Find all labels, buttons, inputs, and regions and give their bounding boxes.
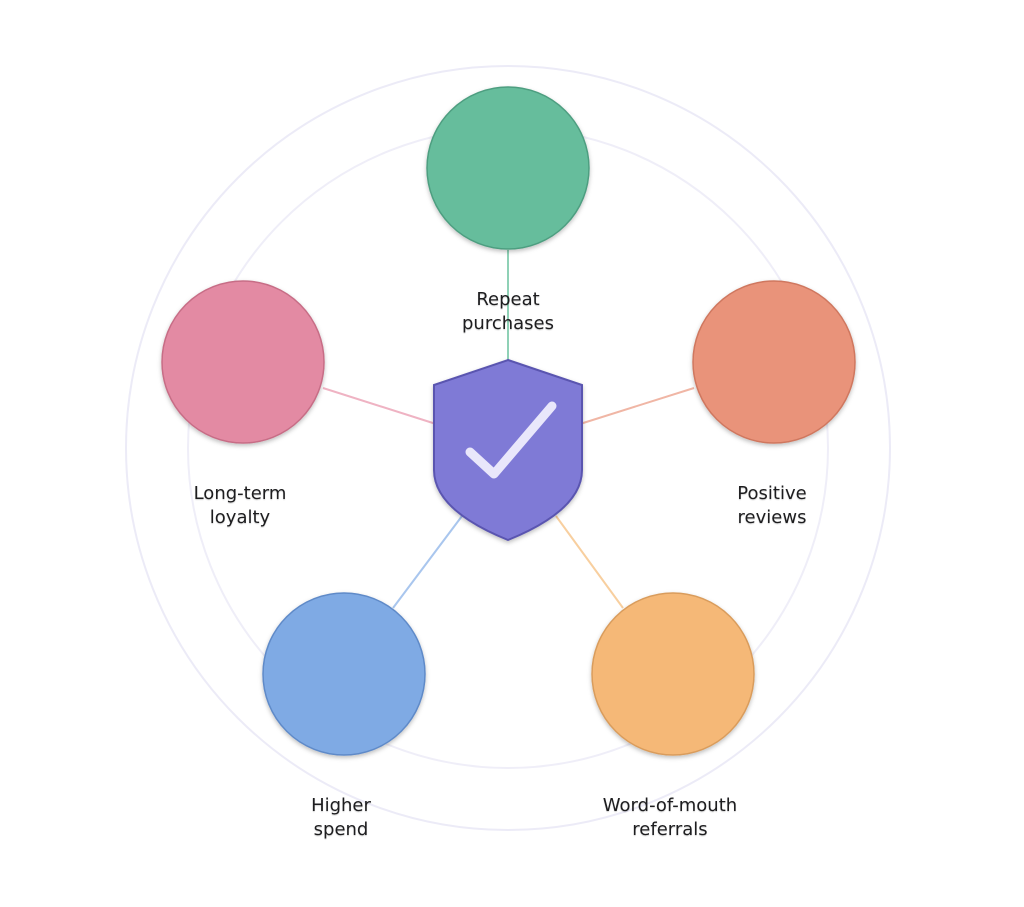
connector-positive-reviews: [579, 387, 695, 425]
label-repeat-purchases: Repeat purchases: [418, 288, 598, 336]
checkmark-icon: [465, 401, 557, 479]
node-repeat-purchases: [426, 86, 590, 250]
connector-higher-spend: [392, 515, 463, 609]
label-line: Repeat: [476, 289, 540, 310]
label-line: Positive: [737, 483, 807, 504]
label-word-of-mouth-referrals: Word-of-mouth referrals: [580, 794, 760, 842]
label-long-term-loyalty: Long-term loyalty: [150, 482, 330, 530]
node-word-of-mouth-referrals: [591, 592, 755, 756]
node-higher-spend: [262, 592, 426, 756]
label-line: reviews: [737, 507, 807, 528]
label-line: referrals: [632, 819, 708, 840]
label-higher-spend: Higher spend: [251, 794, 431, 842]
label-line: Word-of-mouth: [602, 795, 738, 816]
label-line: purchases: [461, 313, 554, 334]
label-positive-reviews: Positive reviews: [682, 482, 862, 530]
label-line: spend: [313, 819, 369, 840]
connector-word-of-mouth-referrals: [555, 515, 624, 609]
node-positive-reviews: [692, 280, 856, 444]
label-line: Long-term: [193, 483, 287, 504]
label-line: Higher: [311, 795, 371, 816]
node-long-term-loyalty: [161, 280, 325, 444]
shield-check-icon: [433, 358, 583, 542]
connector-long-term-loyalty: [322, 387, 437, 425]
label-line: loyalty: [209, 507, 271, 528]
shield-shape: [433, 358, 583, 542]
outer-ring: [125, 65, 891, 831]
